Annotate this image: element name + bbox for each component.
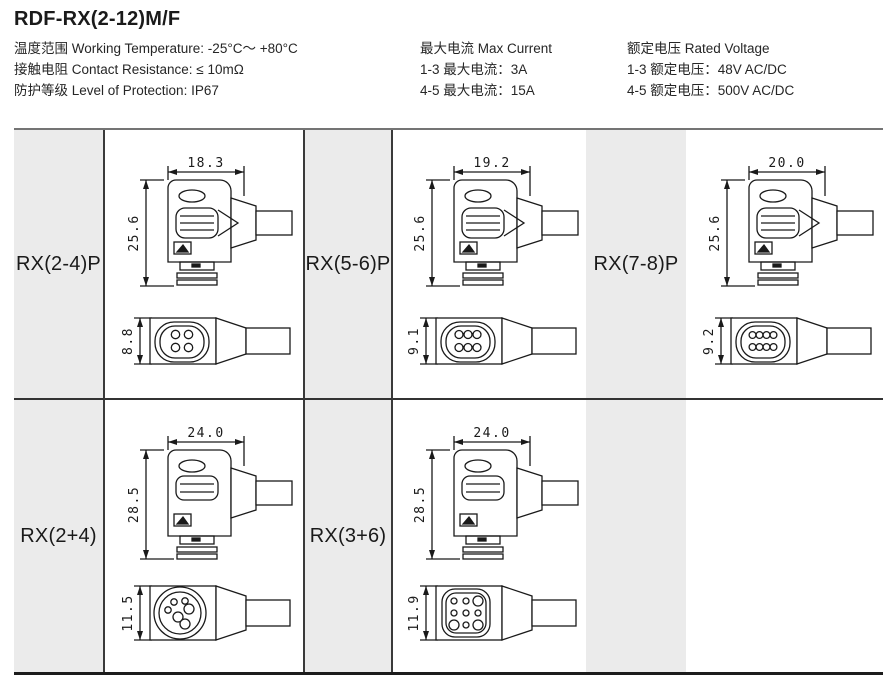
label-rx-2-plus-4: RX(2+4) (14, 400, 105, 672)
dim-body-width: 24.0 (187, 426, 224, 441)
dim-body-width: 19.2 (473, 156, 510, 171)
pin (473, 609, 482, 617)
dim-body-width: 24.0 (473, 426, 510, 441)
face-view-drawing: 11.9 (407, 585, 577, 641)
pin (183, 329, 194, 340)
product-table: RX(2-4)P 18.3 25.6 8.8 (14, 128, 883, 675)
dim-face-height: 9.2 (702, 327, 717, 355)
drawing-cell-empty (686, 400, 883, 672)
pin (461, 597, 470, 605)
face-view-drawing: 11.5 (121, 585, 291, 641)
spec-line-temperature: 温度范围 Working Temperature: -25°C～ +80°C (14, 41, 298, 56)
pin (179, 618, 191, 630)
dim-body-height: 25.6 (127, 214, 142, 251)
pin (449, 597, 458, 605)
spec-col-general: 温度范围 Working Temperature: -25°C～ +80°C 接… (14, 38, 420, 101)
page-title: RDF-RX(2-12)M/F (14, 8, 181, 30)
spec-line-protection: 防护等级 Level of Protection: IP67 (14, 83, 219, 98)
spec-col-max-current: 最大电流 Max Current 1-3 最大电流：3A 4-5 最大电流：15… (420, 38, 627, 101)
dim-face-height: 11.9 (407, 594, 422, 631)
pin (447, 619, 460, 631)
pin (170, 342, 181, 353)
pin (754, 342, 764, 352)
label-rx-2-4-p: RX(2-4)P (14, 130, 105, 400)
pin (761, 330, 771, 340)
spec-line-rated-voltage-title: 额定电压 Rated Voltage (627, 41, 770, 56)
pin (183, 342, 194, 353)
dim-body-width: 18.3 (187, 156, 224, 171)
pin (471, 329, 482, 340)
spec-line-max-current-13: 1-3 最大电流：3A (420, 62, 528, 77)
label-cell-empty (586, 400, 686, 672)
spec-columns: 温度范围 Working Temperature: -25°C～ +80°C 接… (14, 38, 890, 101)
spec-line-contact-resistance: 接触电阻 Contact Resistance: ≤ 10mΩ (14, 62, 244, 77)
spec-line-rated-voltage-13: 1-3 额定电压：48V AC/DC (627, 62, 787, 77)
drawing-rx-5-6-p: 19.2 25.6 9.1 (393, 130, 586, 400)
spec-line-max-current-45: 4-5 最大电流：15A (420, 83, 535, 98)
dim-face-height: 11.5 (121, 594, 136, 631)
pin (453, 329, 464, 340)
drawing-rx-2-plus-4: 24.0 28.5 11.5 (105, 400, 303, 672)
drawing-rx-3-plus-6: 24.0 28.5 11.9 (393, 400, 586, 672)
dim-body-height: 28.5 (127, 486, 142, 523)
label-rx-7-8-p: RX(7-8)P (586, 130, 686, 400)
side-view-drawing: 20.0 25.6 (708, 156, 874, 287)
pin (183, 603, 195, 615)
pin (462, 342, 473, 353)
face-view-drawing: 8.8 (121, 317, 291, 365)
pin (453, 342, 464, 353)
pin (170, 598, 178, 606)
pin (747, 330, 757, 340)
face-view-drawing: 9.1 (407, 317, 577, 365)
dim-body-height: 25.6 (413, 214, 428, 251)
pin (768, 330, 778, 340)
pin (747, 342, 757, 352)
side-view-drawing: 19.2 25.6 (413, 156, 579, 287)
spec-line-rated-voltage-45: 4-5 额定电压：500V AC/DC (627, 83, 795, 98)
pin (461, 609, 470, 617)
pin (461, 621, 470, 629)
datasheet-page: RDF-RX(2-12)M/F 温度范围 Working Temperature… (0, 8, 890, 687)
pin (471, 595, 484, 607)
pin (768, 342, 778, 352)
dim-body-height: 28.5 (413, 486, 428, 523)
dim-face-height: 9.1 (407, 327, 422, 355)
dim-body-height: 25.6 (708, 214, 723, 251)
pin (164, 606, 172, 614)
spec-line-max-current-title: 最大电流 Max Current (420, 41, 553, 56)
face-view-drawing: 9.2 (702, 317, 872, 365)
pin (761, 342, 771, 352)
drawing-rx-7-8-p: 20.0 25.6 9.2 (686, 130, 883, 400)
pin (471, 342, 482, 353)
pin (449, 609, 458, 617)
dim-face-height: 8.8 (121, 327, 136, 355)
drawing-rx-2-4-p: 18.3 25.6 8.8 (105, 130, 303, 400)
pin (181, 597, 189, 605)
side-view-drawing: 24.0 28.5 (127, 426, 293, 560)
label-rx-5-6-p: RX(5-6)P (303, 130, 393, 400)
dim-body-width: 20.0 (768, 156, 805, 171)
pin (471, 619, 484, 631)
side-view-drawing: 24.0 28.5 (413, 426, 579, 560)
pin (172, 611, 184, 623)
side-view-drawing: 18.3 25.6 (127, 156, 293, 287)
label-rx-3-plus-6: RX(3+6) (303, 400, 393, 672)
pin (754, 330, 764, 340)
pin (462, 329, 473, 340)
pin (170, 329, 181, 340)
spec-col-rated-voltage: 额定电压 Rated Voltage 1-3 额定电压：48V AC/DC 4-… (627, 38, 794, 101)
